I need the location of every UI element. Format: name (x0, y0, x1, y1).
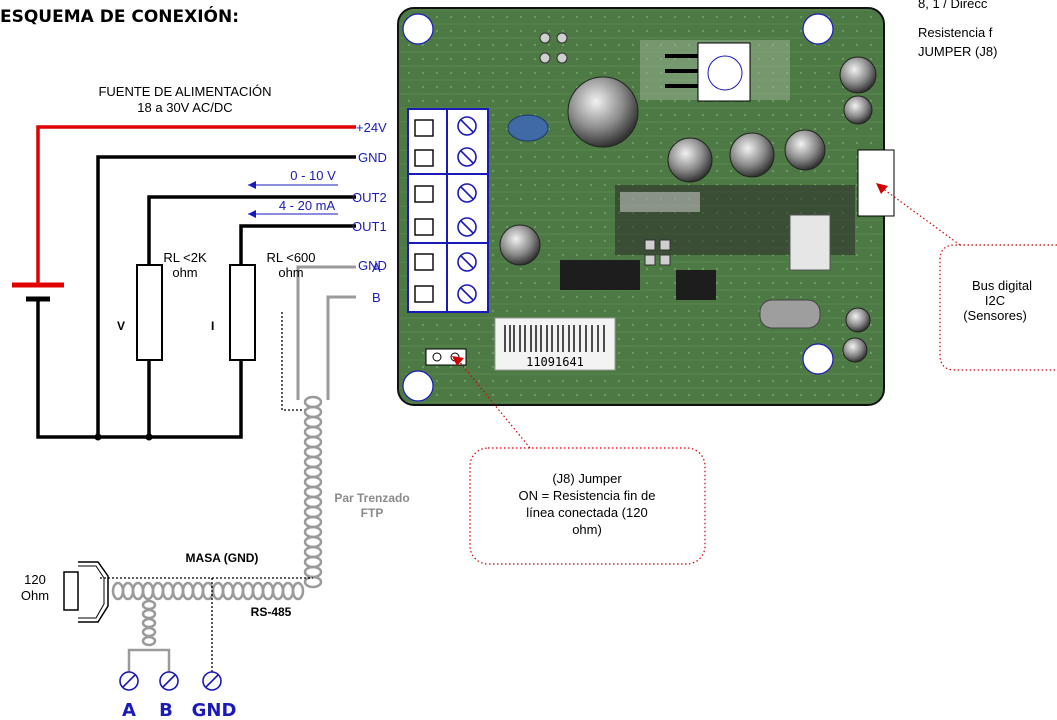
pcb-barcode: 11091641 (526, 355, 584, 369)
jumper-note-line1: (J8) Jumper (552, 471, 622, 486)
arrow-left-icon (248, 181, 256, 189)
bottom-terminals (119, 671, 222, 691)
top-right-line1: 8, 1 / Direcc (918, 0, 988, 11)
voltage-range-label: 0 - 10 V (290, 168, 336, 183)
rl-v-line1: RL <2K (163, 250, 207, 265)
terminal-label-out2: OUT2 (352, 190, 387, 205)
wiring (12, 125, 356, 441)
arrow-up-left-icon (876, 183, 888, 194)
jumper-note-line4: ohm) (572, 522, 602, 537)
i2c-note-line2: I2C (985, 293, 1005, 308)
twisted-pair-line1: Par Trenzado (334, 491, 409, 505)
jumper-note-line3: línea conectada (120 (526, 505, 647, 520)
power-supply-line2: 18 a 30V AC/DC (137, 100, 232, 115)
i-label: I (211, 319, 214, 333)
terminal-label-b: B (372, 290, 381, 305)
terminal-block (407, 108, 489, 313)
current-range-label: 4 - 20 mA (279, 198, 336, 213)
bottom-label-b: B (159, 700, 173, 720)
diagram-title: ESQUEMA DE CONEXIÓN: (0, 5, 239, 27)
voltage-regulator (665, 42, 751, 102)
wire-return (36, 300, 243, 439)
termination-resistor (63, 561, 109, 623)
wire-out2 (147, 195, 356, 270)
terminal-label-a: A (372, 260, 381, 275)
rl-i-line2: ohm (278, 265, 303, 280)
terminal-label-24v: +24V (356, 120, 387, 135)
terminal-label-out1: OUT1 (352, 219, 387, 234)
wire-out1 (239, 224, 356, 270)
mounting-holes (402, 13, 834, 402)
rs485-label: RS-485 (251, 605, 292, 619)
resistor-i (229, 264, 256, 361)
pcb-board: 11091641 (397, 7, 895, 406)
arrow-left-icon (248, 210, 256, 218)
term-res-line2: Ohm (21, 588, 49, 603)
ab-branch-wire (127, 648, 171, 672)
v-label: V (117, 319, 125, 333)
i2c-note-line1: Bus digital (972, 278, 1032, 293)
j8-jumper (425, 348, 467, 366)
twisted-pair-line2: FTP (361, 506, 384, 520)
i2c-note-box (939, 244, 1057, 371)
top-right-line3: JUMPER (J8) (918, 44, 997, 59)
jumper-note-line2: ON = Resistencia fin de (519, 488, 656, 503)
power-supply-line1: FUENTE DE ALIMENTACIÓN (98, 84, 271, 99)
term-res-line1: 120 (24, 572, 46, 587)
wire-gnd (96, 155, 356, 437)
top-right-line2: Resistencia f (918, 25, 993, 40)
arrow-up-left-icon (452, 356, 464, 366)
rl-v-line2: ohm (172, 265, 197, 280)
wire-24v (36, 125, 356, 285)
terminal-label-gnd2: GND (358, 258, 387, 273)
bottom-label-a: A (122, 700, 136, 720)
masa-gnd-label: MASA (GND) (186, 551, 259, 565)
resistor-v (136, 264, 163, 361)
bottom-label-gnd: GND (192, 700, 237, 720)
rl-i-line1: RL <600 (266, 250, 315, 265)
twisted-pair-cable (111, 395, 323, 647)
i2c-note-line3: (Sensores) (963, 308, 1027, 323)
terminal-label-gnd: GND (358, 150, 387, 165)
